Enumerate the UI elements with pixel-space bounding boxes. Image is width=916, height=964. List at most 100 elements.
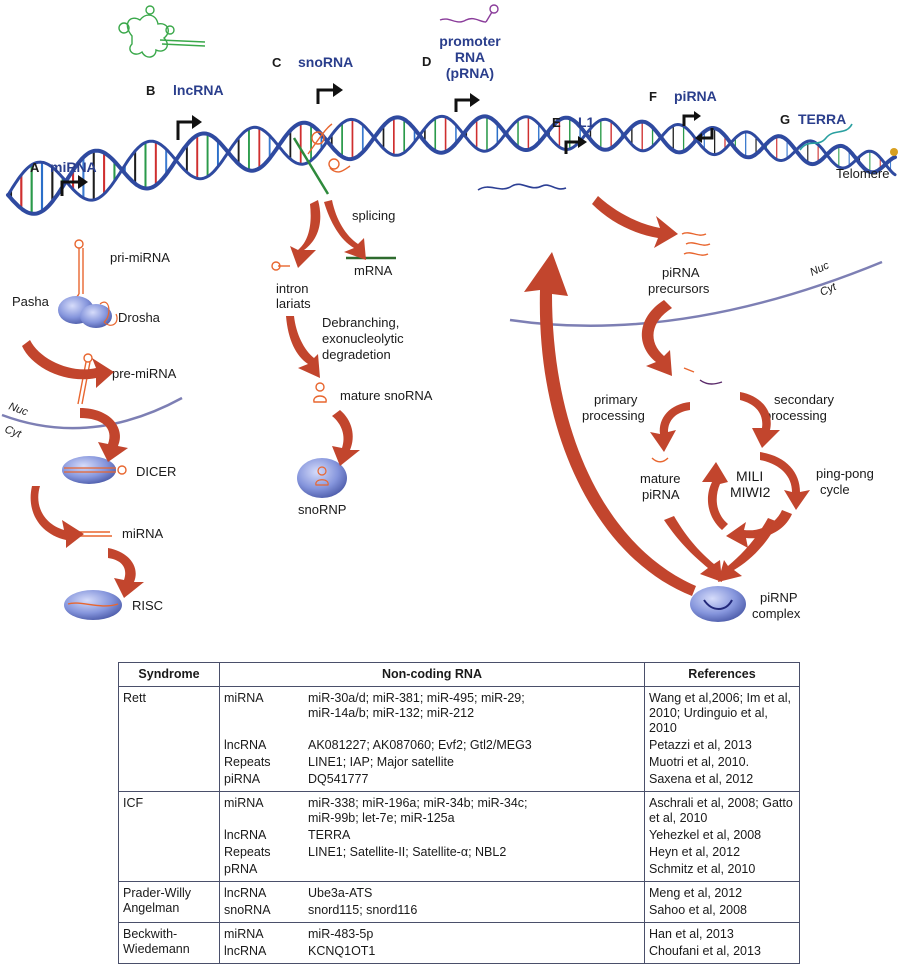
pre-mrna-icon <box>292 137 330 195</box>
label-primary: primary <box>594 392 638 407</box>
reference-line: Heyn et al, 2012 <box>649 845 741 859</box>
reference-line: et al, 2010 <box>649 811 708 825</box>
cell-ncrna-type: miRNA <box>224 691 264 705</box>
label-pirna: piRNA <box>662 265 700 280</box>
reference-line: Muotri et al, 2010. <box>649 755 750 769</box>
section-title-prna-line2: RNA <box>455 49 485 65</box>
arrow-l1-to-precursors <box>592 196 678 248</box>
cell-ncrna-items: LINE1; IAP; Major satellite <box>304 754 645 771</box>
snornp-protein-icon <box>297 458 347 498</box>
dna-strand-1 <box>6 114 897 216</box>
label-secondary: secondary <box>774 392 834 407</box>
section-letter-b: B <box>146 83 155 98</box>
header-references: References <box>644 662 800 687</box>
cell-syndrome: Rett <box>118 686 220 792</box>
cell-references: Yehezkel et al, 2008 <box>644 827 800 844</box>
cell-ncrna-items: AK081227; AK087060; Evf2; Gtl2/MEG3 <box>304 737 645 754</box>
table-row: lncRNA AK081227; AK087060; Evf2; Gtl2/MEG… <box>119 737 800 754</box>
cell-references: Han et al, 2013 <box>644 922 800 943</box>
ncrna-item-line: miR-14a/b; miR-132; miR-212 <box>308 706 475 720</box>
label-pri-mirna: pri-miRNA <box>110 250 170 265</box>
promoter-arrow-f2 <box>702 128 714 140</box>
cell-ncrna-type: piRNA <box>224 772 261 786</box>
cell-ncrna-type: miRNA <box>219 791 304 827</box>
cell-ncrna-type: Repeats <box>224 755 271 769</box>
drosha-rna-icon <box>99 301 118 326</box>
cell-references: Choufani et al, 2013 <box>644 943 800 964</box>
section-labels: A miRNA B lncRNA C snoRNA D promoter RNA… <box>30 33 889 181</box>
label-pirna-cyt: Cyt <box>818 280 839 298</box>
section-letter-g: G <box>780 112 790 127</box>
arrow-secondary-processing <box>740 392 780 448</box>
promoter-arrow-c <box>316 88 333 104</box>
cell-ncrna-type: lncRNA <box>224 944 267 958</box>
terra-rna-icon <box>799 123 853 151</box>
pirna-nuclear-membrane <box>509 260 883 327</box>
cell-references: Heyn et al, 2012 <box>644 844 800 861</box>
section-letter-c: C <box>272 55 282 70</box>
reference-line: Sahoo et al, 2008 <box>649 903 747 917</box>
section-title-terra: TERRA <box>798 111 846 127</box>
arrow-mirna-to-risc <box>108 548 144 598</box>
promoter-arrow-d <box>454 98 470 112</box>
reference-line: Petazzi et al, 2013 <box>649 738 752 752</box>
section-title-prna-line1: promoter <box>439 33 501 49</box>
arrow-splicing-left <box>290 200 321 268</box>
table-row: pRNA Schmitz et al, 2010 <box>119 861 800 882</box>
cell-ncrna-type: pRNA <box>224 862 258 876</box>
processing-intermediates-icon <box>683 367 723 385</box>
cell-references: Petazzi et al, 2013 <box>644 737 800 754</box>
section-letter-f: F <box>649 89 657 104</box>
ncrna-item-line: LINE1; IAP; Major satellite <box>308 755 454 769</box>
cell-ncrna-type: lncRNA <box>219 881 304 902</box>
label-mature-pirna: piRNA <box>642 487 680 502</box>
label-intron: intron <box>276 281 309 296</box>
reference-line: 2010; Urdinguio et al, 2010 <box>649 706 768 735</box>
dicer-protein-icon <box>62 456 116 484</box>
ncrna-item-line: Ube3a-ATS <box>308 886 373 900</box>
cell-ncrna-type: miRNA <box>219 922 304 943</box>
mirna-nuclear-membrane <box>1 396 183 430</box>
arrow-pirnp-to-genome <box>524 252 696 596</box>
cell-ncrna-type: lncRNA <box>224 738 267 752</box>
ncrna-item-line: TERRA <box>308 828 351 842</box>
cell-ncrna-type: Repeats <box>224 845 271 859</box>
ncrna-pathway-diagram: A miRNA B lncRNA C snoRNA D promoter RNA… <box>1 4 898 622</box>
section-title-pirna: piRNA <box>674 88 717 104</box>
arrow-splicing-right <box>324 200 366 260</box>
label-mature: mature <box>640 471 680 486</box>
cell-references: Saxena et al, 2012 <box>644 771 800 792</box>
section-title-snorna: snoRNA <box>298 54 353 70</box>
label-dicer: DICER <box>136 464 176 479</box>
prna-structure-icon <box>439 4 499 23</box>
reference-line: Aschrali et al, 2008; Gatto <box>649 796 793 810</box>
label-snornp: snoRNP <box>298 502 346 517</box>
cell-ncrna-items: TERRA <box>304 827 645 844</box>
arrow-primary-processing <box>650 402 690 452</box>
reference-line: Han et al, 2013 <box>649 927 734 941</box>
intron-with-snorna-icon <box>307 123 351 173</box>
dicer-rna-duplex-icon <box>64 467 116 473</box>
cell-ncrna-items: DQ541777 <box>304 771 645 792</box>
promoter-arrow-a <box>60 180 78 196</box>
section-title-mirna: miRNA <box>50 159 97 175</box>
cell-references: Schmitz et al, 2010 <box>644 861 800 882</box>
arrow-cycle-2 <box>726 510 792 548</box>
label-mili: MILI <box>736 468 763 484</box>
label-mirna: miRNA <box>122 526 163 541</box>
promoter-arrow-b <box>176 120 192 140</box>
section-title-lncrna: lncRNA <box>173 82 224 98</box>
cell-references: Meng et al, 2012 <box>644 881 800 902</box>
label-complex: complex <box>752 606 801 621</box>
